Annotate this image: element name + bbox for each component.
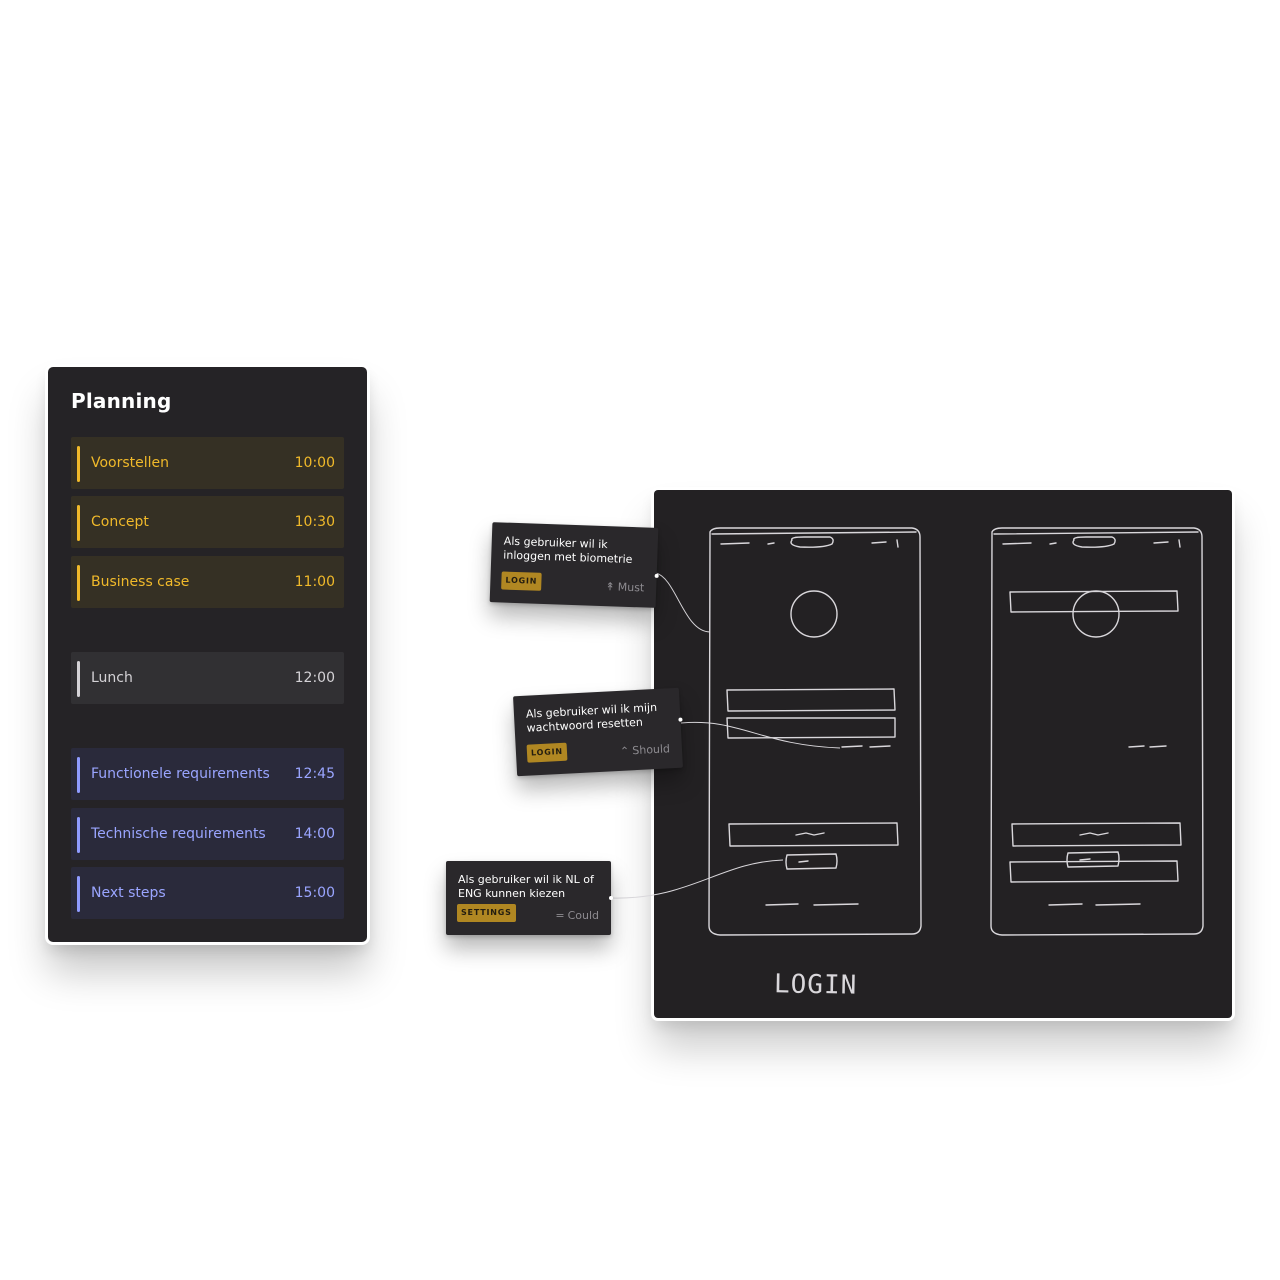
sketch-board[interactable]: LOGIN [654, 490, 1232, 1018]
agenda-color-bar [77, 505, 80, 541]
agenda-item-time: 11:00 [294, 574, 335, 590]
input-field-left-2 [726, 717, 896, 739]
agenda-item-time: 10:00 [294, 455, 335, 471]
agenda-color-bar [77, 876, 80, 912]
board-caption: LOGIN [773, 969, 858, 1001]
input-field-right-bottom [1009, 860, 1179, 883]
agenda-item-next-steps[interactable]: Next steps 15:00 [71, 867, 344, 919]
agenda-item-time: 12:45 [294, 766, 335, 782]
input-field-right-top [1009, 590, 1179, 613]
connector-handle[interactable] [609, 896, 613, 900]
pill-left [785, 853, 838, 870]
agenda-item-label: Next steps [91, 885, 166, 901]
story-priority: =Could [555, 909, 599, 922]
story-text: Als gebruiker wil ik mijn wachtwoord res… [525, 700, 658, 735]
story-text: Als gebruiker wil ik NL of ENG kunnen ki… [458, 873, 594, 900]
story-priority: ↟Must [605, 580, 645, 595]
story-priority: ⌃Should [619, 742, 671, 758]
button-right [1011, 822, 1182, 847]
planning-title: Planning [71, 389, 172, 413]
story-tag: SETTINGS [457, 904, 516, 922]
agenda-color-bar [77, 446, 80, 482]
agenda-item-time: 12:00 [294, 670, 335, 686]
avatar-placeholder-left [790, 590, 838, 638]
pill-right [1066, 851, 1120, 868]
status-bar-left [720, 536, 899, 548]
phone-frame-right [990, 527, 1204, 936]
status-bar-right [1002, 536, 1181, 548]
agenda-color-bar [77, 565, 80, 601]
agenda-item-label: Concept [91, 514, 149, 530]
agenda-color-bar [77, 661, 80, 697]
agenda-item-label: Functionele requirements [91, 766, 270, 782]
agenda-item-business-case[interactable]: Business case 11:00 [71, 556, 344, 608]
wireframe-sketch [708, 527, 1204, 936]
story-card-wachtwoord[interactable]: Als gebruiker wil ik mijn wachtwoord res… [513, 687, 683, 777]
story-text: Als gebruiker wil ik inloggen met biomet… [503, 534, 633, 567]
planning-panel: Planning Voorstellen 10:00 Concept 10:30… [48, 367, 367, 942]
agenda-item-voorstellen[interactable]: Voorstellen 10:00 [71, 437, 344, 489]
agenda-color-bar [77, 757, 80, 793]
agenda-item-label: Lunch [91, 670, 133, 686]
agenda-item-label: Business case [91, 574, 190, 590]
story-card-biometrie[interactable]: Als gebruiker wil ik inloggen met biomet… [489, 522, 659, 608]
phone-frame-left [708, 527, 922, 936]
story-tag: LOGIN [501, 571, 542, 591]
story-card-taal[interactable]: Als gebruiker wil ik NL of ENG kunnen ki… [446, 861, 613, 935]
agenda-item-technische-requirements[interactable]: Technische requirements 14:00 [71, 808, 344, 860]
chevron-up-icon: ⌃ [619, 744, 630, 758]
agenda-item-time: 10:30 [294, 514, 335, 530]
double-chevron-up-icon: ↟ [605, 580, 615, 594]
equals-icon: = [555, 909, 565, 922]
agenda-item-time: 15:00 [294, 885, 335, 901]
story-tag: LOGIN [526, 742, 568, 763]
input-field-left-1 [726, 688, 896, 712]
agenda-item-label: Voorstellen [91, 455, 170, 471]
agenda-item-time: 14:00 [294, 826, 335, 842]
button-left [728, 822, 899, 847]
agenda-color-bar [77, 817, 80, 853]
agenda-item-functionele-requirements[interactable]: Functionele requirements 12:45 [71, 748, 344, 800]
avatar-placeholder-right [1072, 590, 1120, 638]
agenda-item-lunch[interactable]: Lunch 12:00 [71, 652, 344, 704]
agenda-item-label: Technische requirements [91, 826, 266, 842]
agenda-item-concept[interactable]: Concept 10:30 [71, 496, 344, 548]
